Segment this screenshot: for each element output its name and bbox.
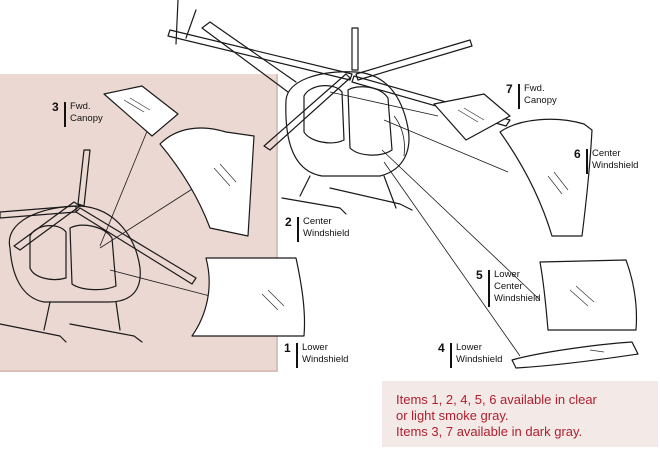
callout-number: 4 [438, 341, 445, 355]
pane-6-center-windshield [499, 118, 593, 237]
callout-bar [518, 84, 520, 109]
callout-number: 1 [284, 341, 291, 355]
callout-number: 6 [574, 147, 581, 161]
callout-label: Lower Windshield [302, 342, 349, 365]
main-helicopter [167, 0, 511, 215]
pane-2-center-windshield [159, 127, 255, 237]
pane-7-fwd-canopy [433, 93, 511, 141]
note-line-2: or light smoke gray. [396, 408, 509, 423]
callout-label: Fwd. Canopy [524, 83, 557, 106]
callout-label: Lower Center Windshield [494, 269, 541, 304]
callout-bar [450, 343, 452, 368]
callout-number: 2 [285, 215, 292, 229]
pane-4-lower-windshield [511, 341, 639, 369]
pane-1-lower-windshield [191, 257, 306, 337]
callout-bar [64, 102, 66, 127]
availability-note: Items 1, 2, 4, 5, 6 available in clear o… [382, 381, 658, 447]
note-line-3: Items 3, 7 available in dark gray. [396, 424, 583, 439]
inset-helicopter [0, 149, 197, 343]
callout-bar [488, 270, 490, 307]
callout-label: Lower Windshield [456, 342, 503, 365]
callout-bar [297, 217, 299, 242]
pane-5-lower-center-windshield [539, 259, 638, 331]
callout-number: 5 [476, 268, 483, 282]
callout-number: 3 [52, 100, 59, 114]
callout-label: Fwd. Canopy [70, 101, 103, 124]
note-line-1: Items 1, 2, 4, 5, 6 available in clear [396, 392, 597, 407]
pane-3-fwd-canopy [103, 85, 179, 137]
leader-lines [99, 91, 541, 357]
callout-label: Center Windshield [592, 148, 639, 171]
callout-bar [586, 149, 588, 174]
callout-number: 7 [506, 82, 513, 96]
callout-bar [296, 343, 298, 368]
callout-label: Center Windshield [303, 216, 350, 239]
